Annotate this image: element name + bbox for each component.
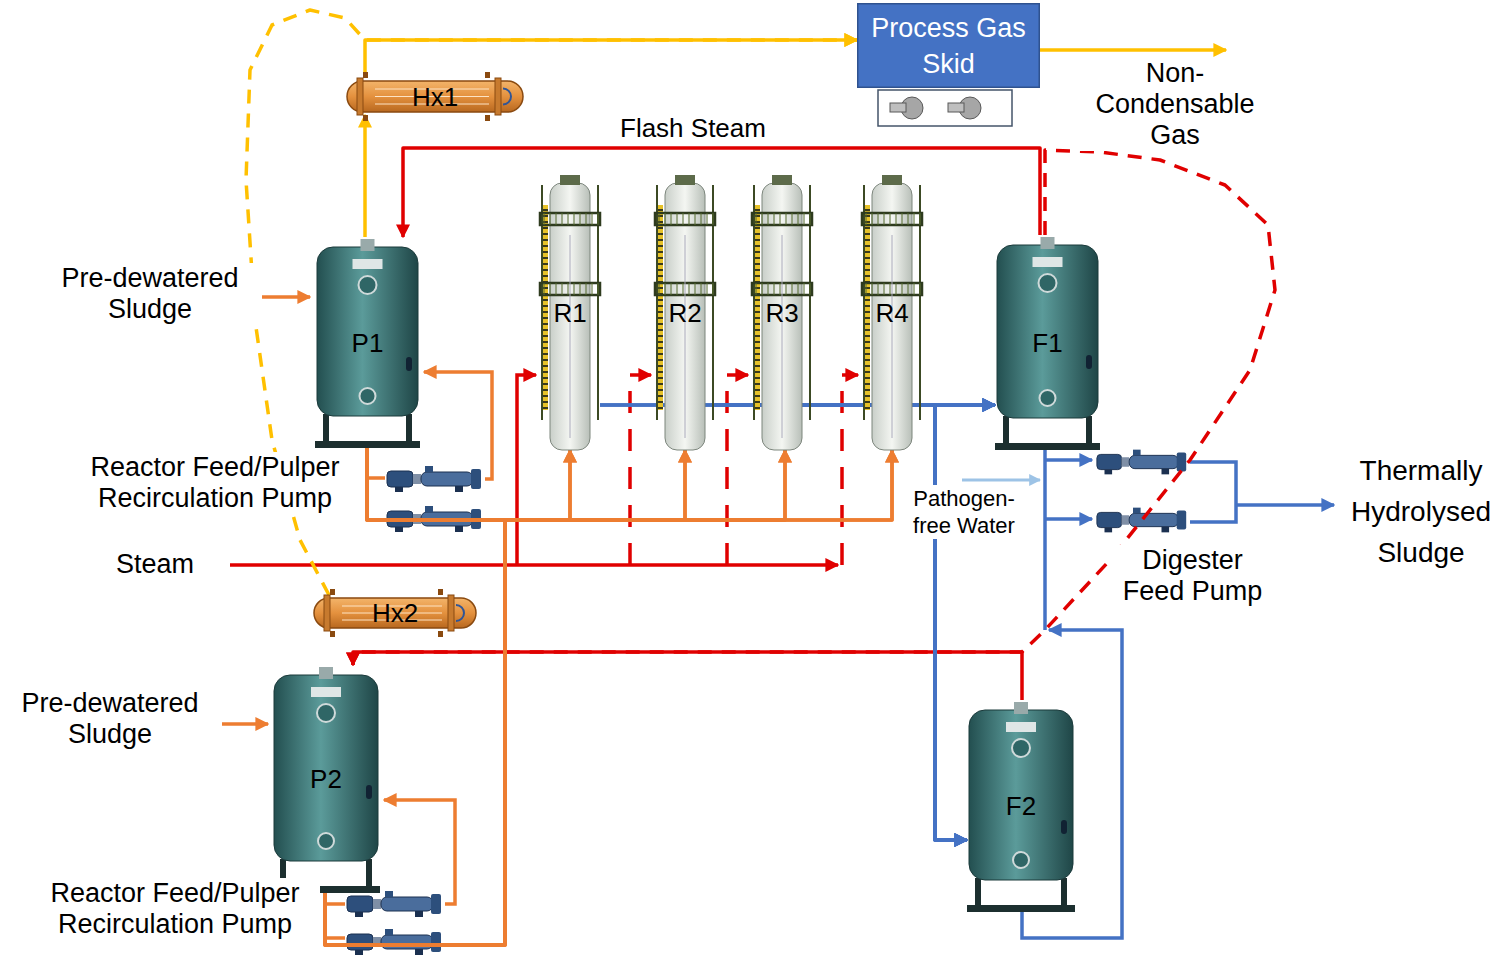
flow-label: Steam (105, 549, 205, 580)
flow-connector (367, 448, 570, 520)
heat-exchanger: Hx1 (345, 78, 525, 115)
flow-connector (353, 652, 1022, 700)
pumps (347, 450, 1186, 955)
node-label: R4 (875, 298, 908, 328)
flow-label: Reactor Feed/Pulper Recirculation Pump (70, 452, 360, 514)
node-label: P2 (310, 764, 342, 794)
reactor-vessel: R3 (752, 175, 812, 450)
flow-connector (367, 448, 685, 520)
flow-label: Pathogen-free Water (905, 485, 1023, 539)
reactor-vessel: R1 (540, 175, 600, 450)
flow-connector (922, 405, 967, 840)
gas-outlet-arrow (1040, 48, 1226, 52)
flash-tank: F2 (967, 700, 1075, 912)
flow-connector (367, 448, 785, 520)
node-label: Hx2 (372, 598, 418, 628)
flow-connector (365, 40, 857, 78)
flow-label: Digester Feed Pump (1110, 545, 1275, 607)
heat-exchanger: Hx2 (312, 595, 478, 631)
flow-connector (325, 450, 892, 945)
pulper-vessel: P1 (315, 237, 420, 448)
flow-connector (812, 405, 967, 840)
flow-connector (403, 148, 1040, 237)
connector-label: Flash Steam (620, 113, 766, 143)
reactor-vessel: R2 (655, 175, 715, 450)
gas-skid-fans (878, 90, 1012, 126)
flow-connector (353, 150, 1275, 665)
flow-connector (367, 448, 892, 520)
pathogen-free-water-arrow (962, 479, 1040, 482)
node-label: R2 (668, 298, 701, 328)
flow-label: Pre-dewatered Sludge (40, 263, 260, 325)
node-label: F1 (1032, 328, 1062, 358)
flow-connector (363, 115, 367, 237)
node-label: P1 (352, 328, 384, 358)
node-label: Process Gas Skid (865, 10, 1032, 82)
flow-connector (325, 450, 785, 945)
node-label: R3 (765, 298, 798, 328)
gas-skid-box: Process Gas Skid (857, 3, 1040, 88)
node-label: R1 (553, 298, 586, 328)
reactor-vessel: R4 (862, 175, 922, 450)
flash-tank: F1 (995, 235, 1100, 450)
flow-label: Pre-dewatered Sludge (0, 688, 220, 750)
flow-connector (600, 405, 967, 840)
pulper-vessel: P2 (272, 665, 380, 893)
flow-label: Reactor Feed/Pulper Recirculation Pump (30, 878, 320, 940)
flow-label: Thermally Hydrolysed Sludge (1336, 450, 1506, 573)
node-label: F2 (1006, 791, 1036, 821)
node-label: Hx1 (412, 82, 458, 112)
flow-label: Non-Condensable Gas (1080, 58, 1270, 151)
flow-connector (715, 405, 967, 840)
